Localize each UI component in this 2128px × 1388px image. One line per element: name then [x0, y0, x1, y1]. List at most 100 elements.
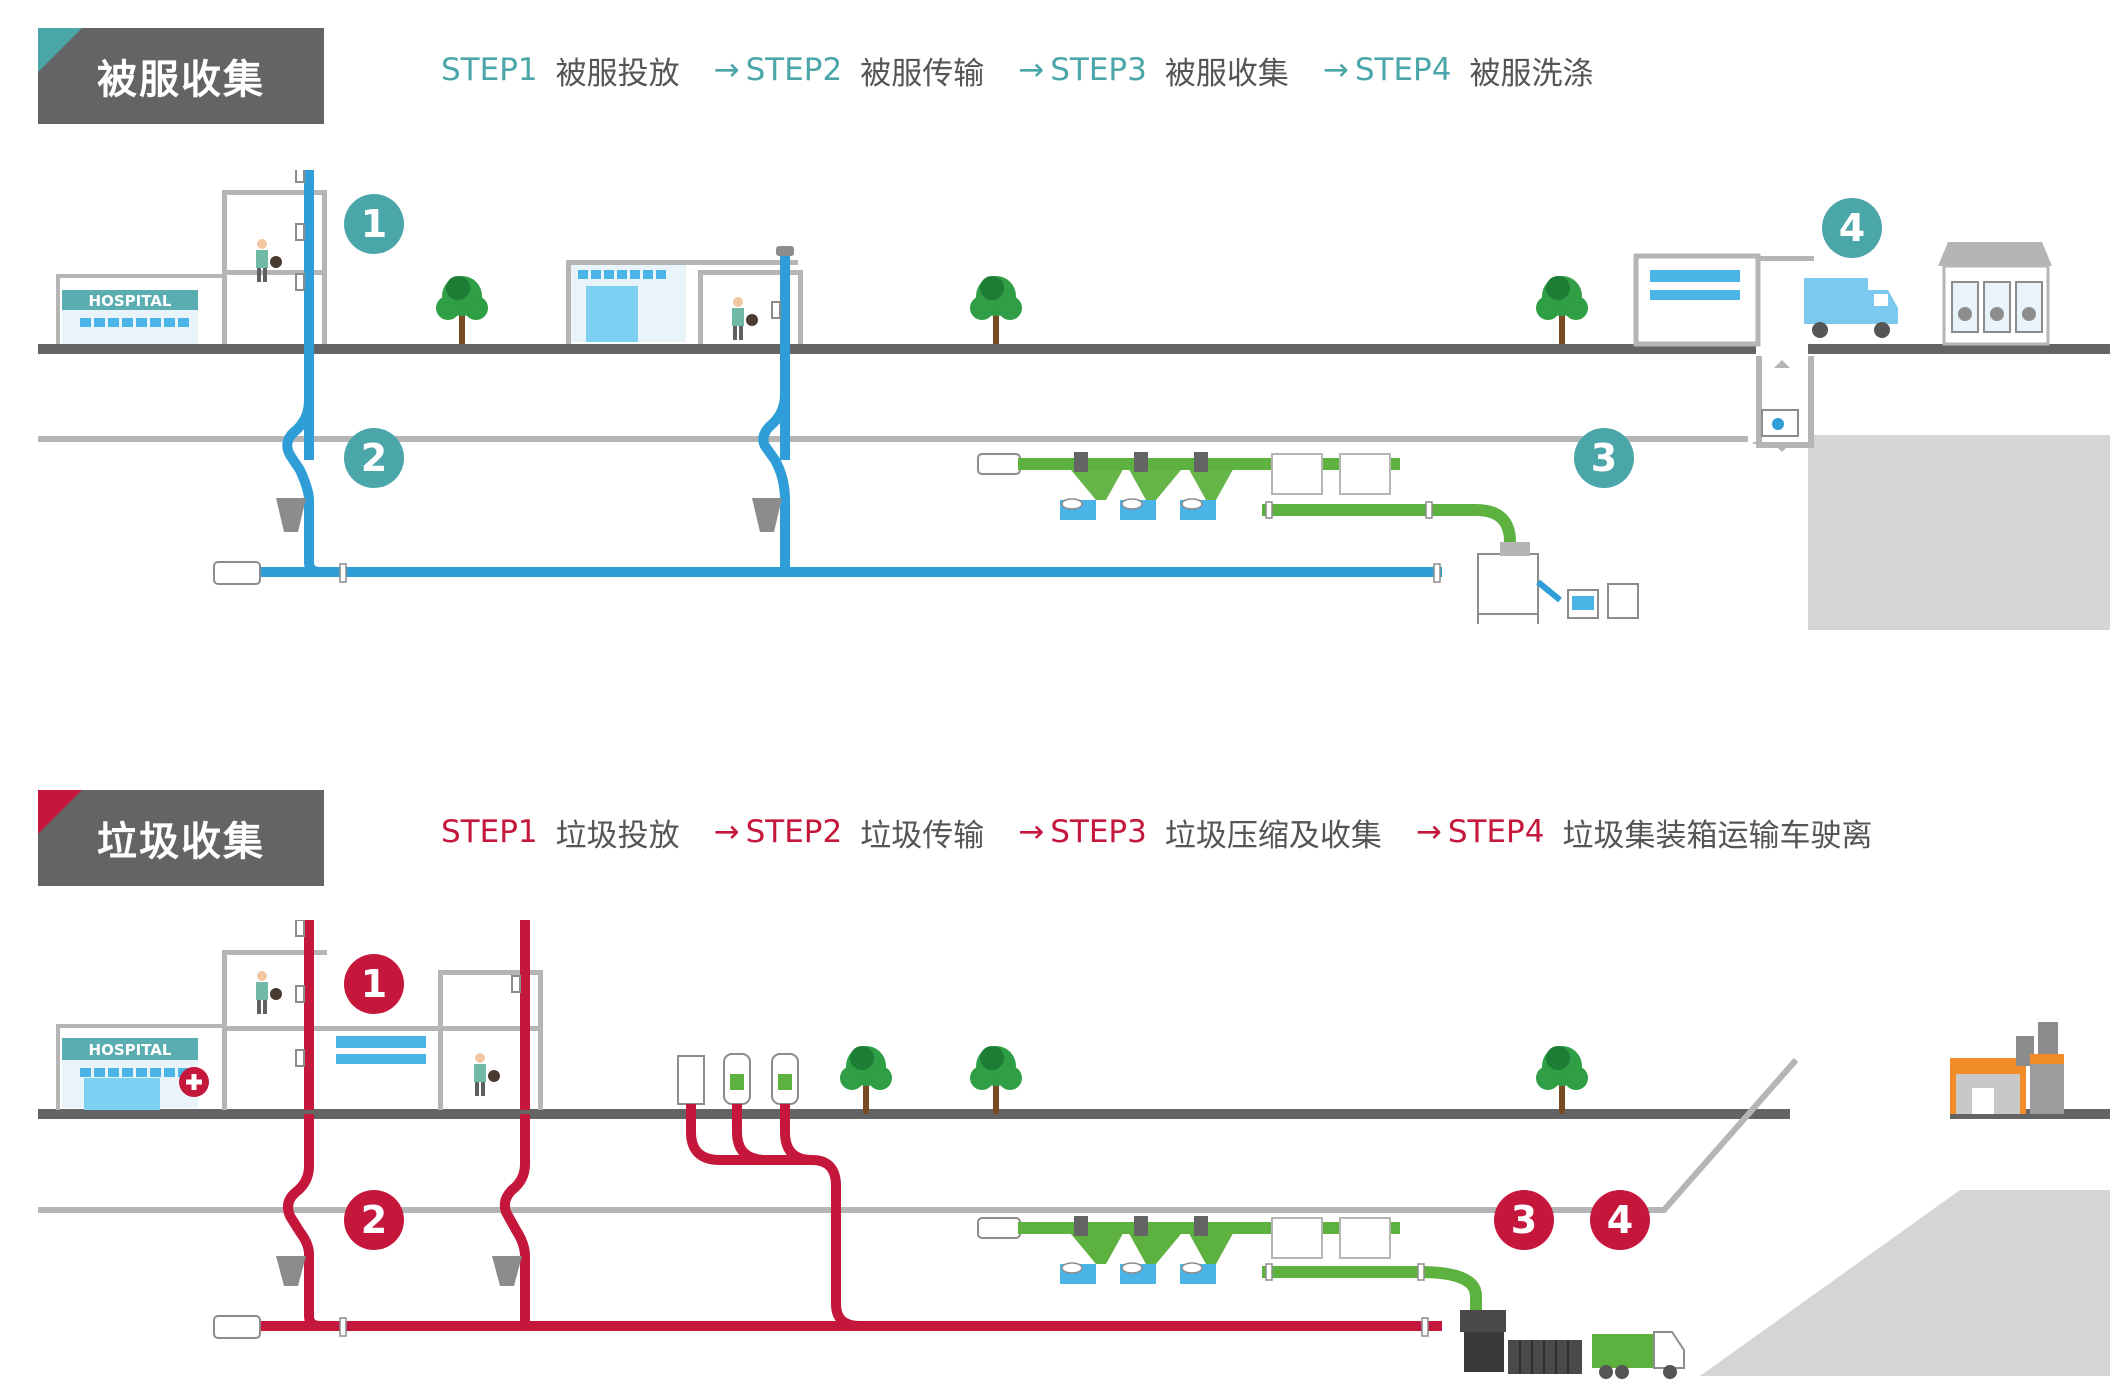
multi-story-building [222, 950, 543, 1110]
multi-story-building [566, 260, 803, 344]
delivery-truck-icon [1804, 278, 1898, 338]
step-code: STEP4 [1354, 52, 1452, 88]
step-text: 被服投放 [555, 55, 680, 92]
marker-label: 1 [361, 202, 387, 246]
arrow-right-icon: → [713, 814, 740, 850]
air-return-pipe [1262, 501, 1516, 560]
ground-line [38, 344, 1756, 354]
step-code: STEP2 [745, 814, 843, 850]
step-text: 垃圾投放 [555, 817, 680, 854]
waste-container-icon [1508, 1340, 1582, 1374]
step-text: 垃圾压缩及收集 [1164, 817, 1382, 854]
linen-separator-icon [1477, 542, 1562, 624]
ground-block [1808, 435, 2110, 630]
step-text: 被服收集 [1164, 55, 1289, 92]
step-text: 垃圾集装箱运输车驶离 [1562, 817, 1873, 854]
fan-unit-icon [977, 452, 1400, 520]
marker-label: 4 [1607, 1198, 1633, 1242]
step-item: → STEP4 被服洗涤 [1323, 48, 1594, 93]
step-marker-1: 1 [344, 954, 404, 1014]
steps-waste: STEP1 垃圾投放 → STEP2 垃圾传输 → STEP3 垃圾压缩及收集 … [441, 802, 1906, 862]
tree-icon [840, 1046, 892, 1114]
marker-label: 3 [1591, 436, 1617, 480]
tree-icon [970, 1046, 1022, 1114]
waste-compactor-icon [1460, 1310, 1506, 1372]
laundry-facility-icon [1938, 242, 2052, 346]
garbage-truck-icon [1592, 1331, 1685, 1379]
step-item: STEP1 垃圾投放 [441, 810, 680, 855]
section-title-text: 被服收集 [97, 57, 265, 103]
step-marker-1: 1 [344, 194, 404, 254]
staff-with-bag-icon [256, 971, 282, 1014]
linen-scene: HOSPITAL 1 [38, 170, 2110, 630]
laundry-cart-icon [1761, 409, 1799, 437]
step-item: STEP1 被服投放 [441, 48, 680, 93]
step-text: 被服洗涤 [1469, 55, 1594, 92]
staff-with-bag-icon [732, 297, 758, 340]
step-marker-4: 4 [1822, 198, 1882, 258]
step-marker-4: 4 [1590, 1190, 1650, 1250]
hospital-sign: HOSPITAL [89, 1041, 172, 1059]
waste-chute-pipe [295, 920, 530, 1110]
marker-label: 3 [1511, 1198, 1537, 1242]
tree-icon [1536, 1046, 1588, 1114]
tree-icon [436, 276, 488, 344]
hospital-building-icon: HOSPITAL [56, 274, 222, 344]
step-item: → STEP3 垃圾压缩及收集 [1018, 810, 1382, 855]
section-title-text: 垃圾收集 [97, 819, 265, 865]
step-code: STEP3 [1050, 52, 1147, 88]
linen-chute-pipe [295, 170, 314, 460]
staff-with-bag-icon [474, 1053, 500, 1096]
step-item: → STEP4 垃圾集装箱运输车驶离 [1416, 810, 1873, 855]
arrow-right-icon: → [1415, 814, 1442, 850]
step-text: 被服传输 [860, 55, 985, 92]
incinerator-plant-icon [1950, 1022, 2064, 1114]
ground-slope [1700, 1190, 2110, 1376]
step-text: 垃圾传输 [860, 817, 985, 854]
title-corner-accent [38, 790, 82, 834]
arrow-right-icon: → [1018, 52, 1045, 88]
arrow-right-icon: → [1322, 52, 1349, 88]
hospital-sign: HOSPITAL [89, 292, 172, 310]
step-item: → STEP2 垃圾传输 [714, 810, 985, 855]
marker-label: 1 [361, 962, 387, 1006]
step-marker-2: 2 [344, 1190, 404, 1250]
underground-floor-line [38, 1058, 1799, 1213]
steps-linen: STEP1 被服投放 → STEP2 被服传输 → STEP3 被服收集 → S… [441, 40, 1627, 100]
multi-story-building [222, 190, 327, 344]
marker-label: 2 [361, 1198, 387, 1242]
red-cross-icon [179, 325, 209, 355]
waste-main-pipe [240, 1104, 1442, 1331]
step-code: STEP2 [745, 52, 843, 88]
step-marker-3: 3 [1574, 428, 1634, 488]
inlet-valve-icon [276, 1256, 522, 1286]
hospital-building-icon: HOSPITAL [56, 1024, 222, 1110]
section-title-linen: 被服收集 [38, 28, 324, 124]
step-code: STEP1 [441, 52, 538, 88]
step-code: STEP1 [441, 814, 538, 850]
arrow-right-icon: → [713, 52, 740, 88]
arrow-right-icon: → [1018, 814, 1045, 850]
title-corner-accent [38, 28, 82, 72]
step-item: → STEP3 被服收集 [1018, 48, 1289, 93]
laundry-cart-icon [1567, 583, 1639, 619]
tree-icon [1536, 276, 1588, 344]
step-marker-3: 3 [1494, 1190, 1554, 1250]
marker-label: 4 [1839, 206, 1865, 250]
staff-with-bag-icon [256, 239, 282, 282]
inlet-valve-icon [276, 498, 782, 532]
waste-scene: HOSPITAL [38, 920, 2110, 1379]
air-return-pipe [1262, 1263, 1482, 1314]
linen-hospital-facade [0, 170, 2128, 640]
hospital-building-icon [568, 260, 688, 344]
section-title-waste: 垃圾收集 [38, 790, 324, 886]
step-item: → STEP2 被服传输 [714, 48, 985, 93]
step-marker-2: 2 [344, 428, 404, 488]
lift-shaft-wall [1756, 356, 1762, 446]
outdoor-bin-icon [677, 1053, 799, 1105]
underground-floor-line [38, 436, 1748, 442]
air-intake-icon [213, 1315, 1429, 1339]
step-code: STEP3 [1050, 814, 1147, 850]
marker-label: 2 [361, 436, 387, 480]
collection-station-building [1633, 253, 1814, 347]
